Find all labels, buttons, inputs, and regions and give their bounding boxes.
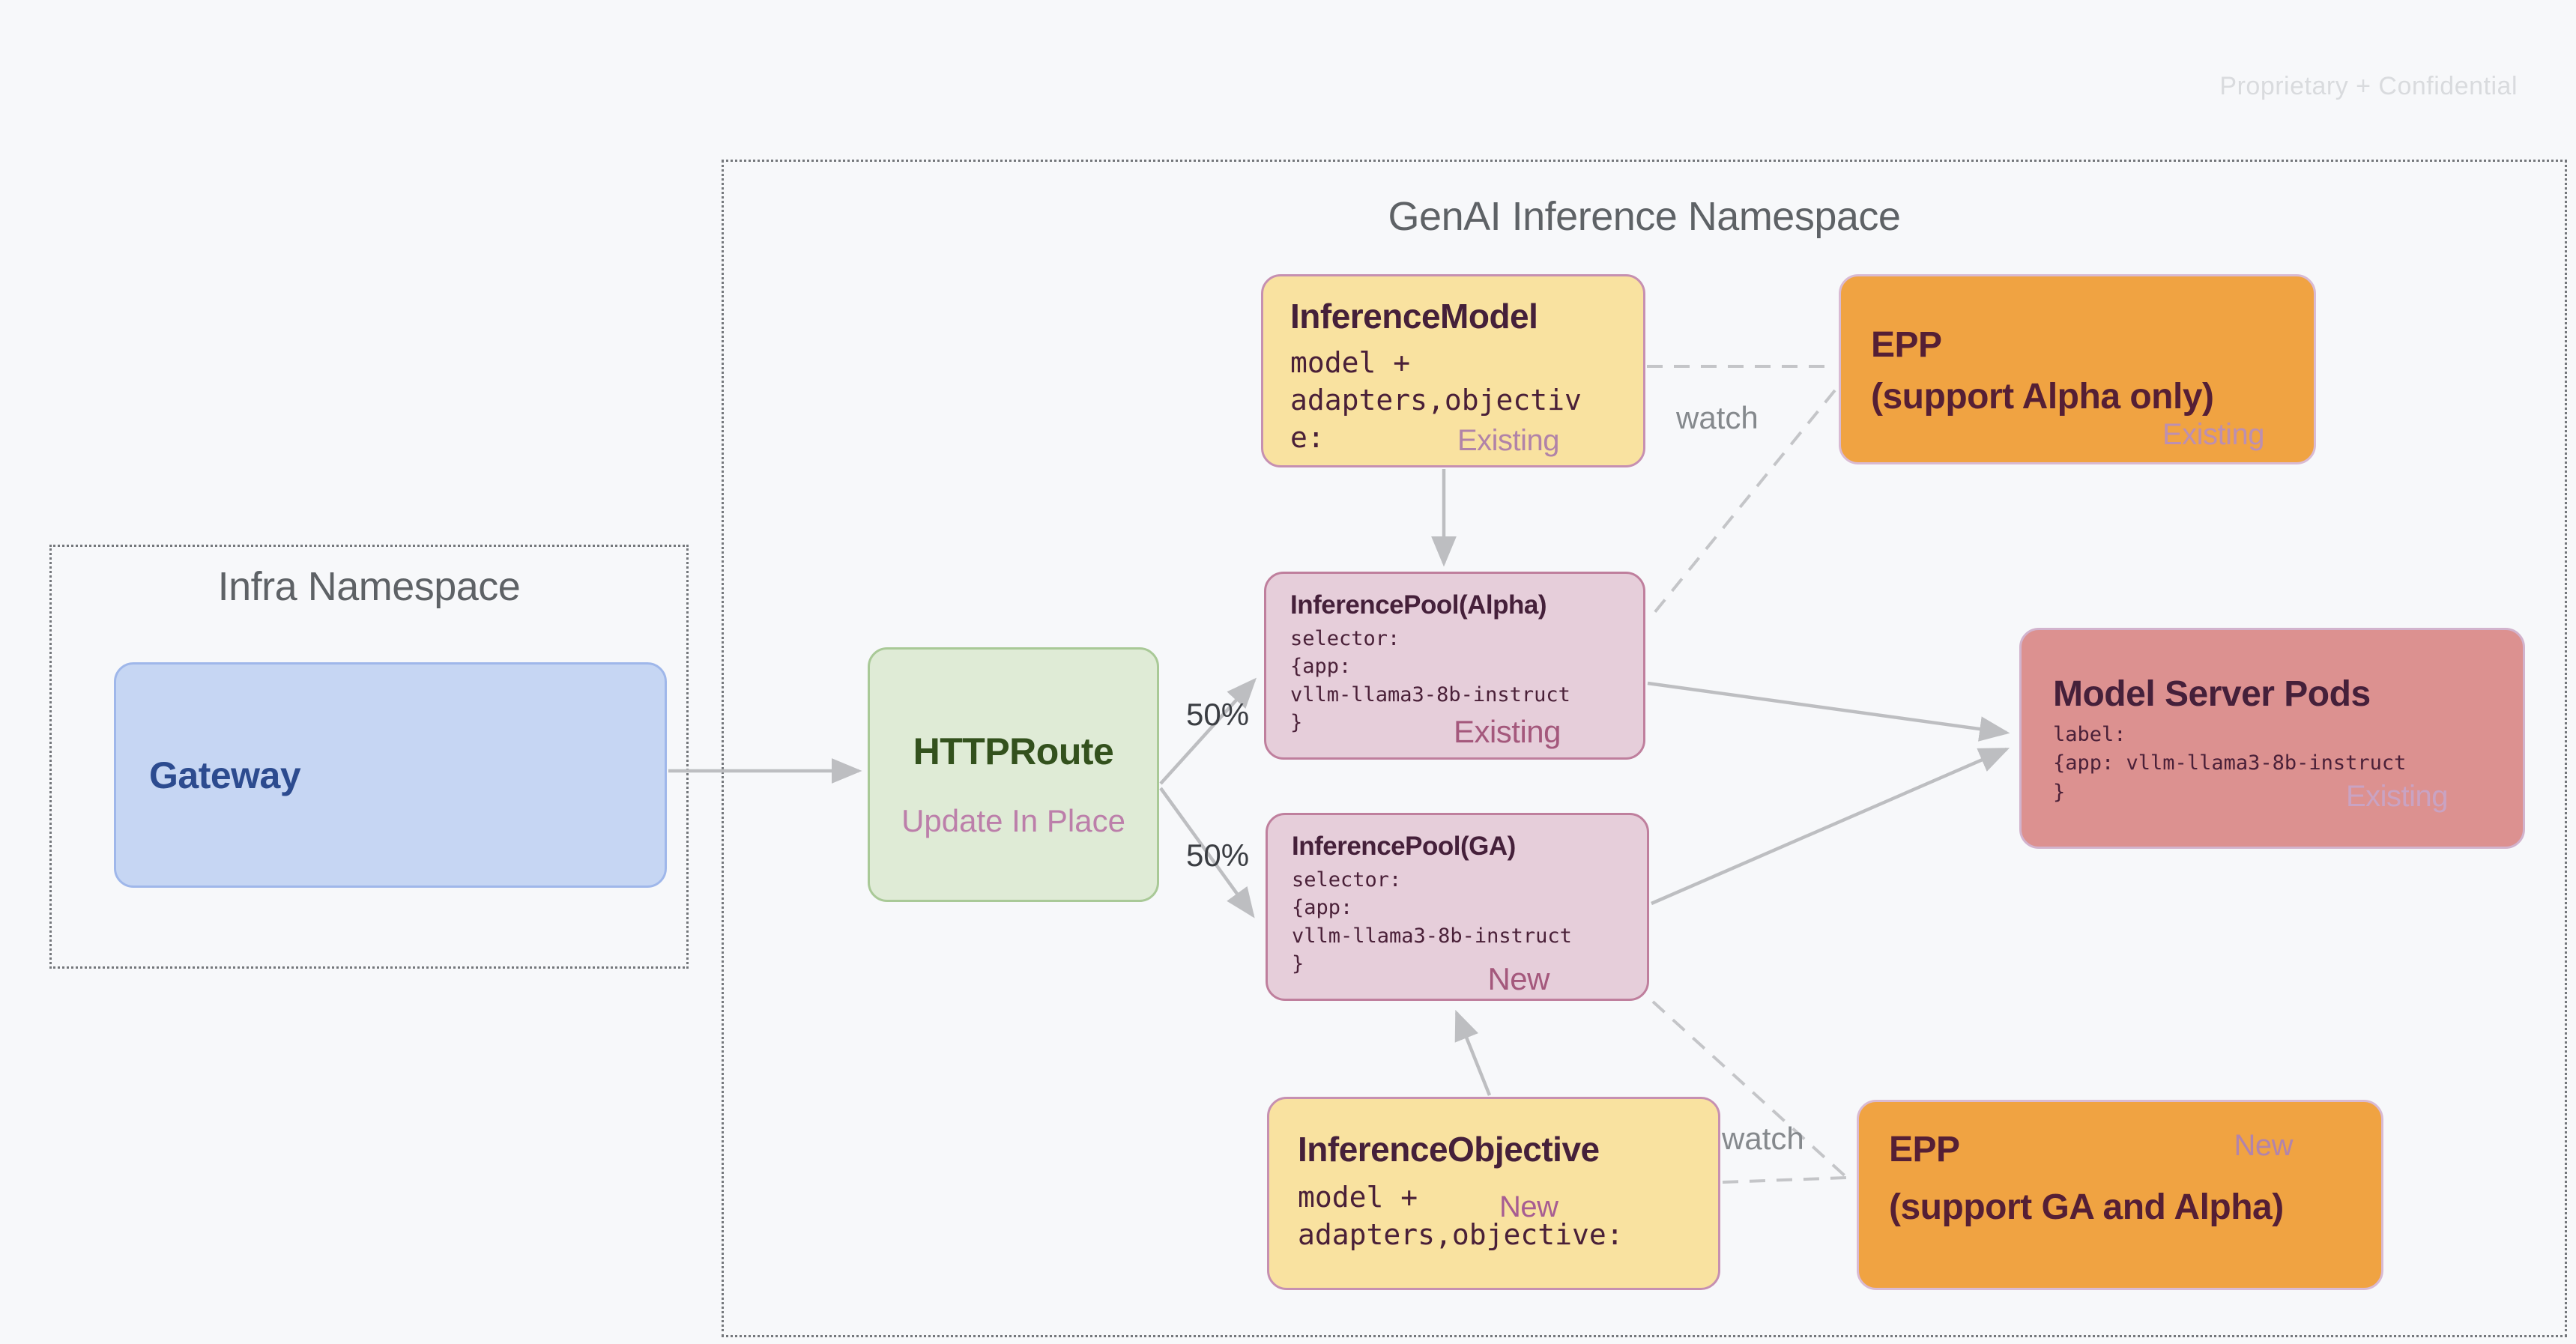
gateway-node: Gateway [114, 662, 667, 888]
traffic-split-bottom-label: 50% [1186, 838, 1250, 873]
inference-pool-alpha-status-badge: Existing [1453, 714, 1561, 749]
watch-bottom-label: watch [1722, 1121, 1804, 1156]
genai-namespace-box: GenAI Inference Namespace [722, 160, 2567, 1337]
epp-alpha-node: EPP (support Alpha only) Existing [1839, 274, 2316, 464]
gateway-label: Gateway [149, 754, 301, 796]
epp-alpha-subtitle: (support Alpha only) [1871, 377, 2214, 417]
inference-pool-alpha-title: InferencePool(Alpha) [1290, 590, 1546, 620]
httproute-title: HTTPRoute [913, 730, 1114, 772]
inference-objective-title: InferenceObjective [1298, 1130, 1600, 1169]
inference-objective-code-line1: model + [1298, 1181, 1418, 1214]
inference-pool-ga-status-badge: New [1487, 961, 1549, 996]
model-server-pods-title: Model Server Pods [2053, 674, 2371, 714]
inference-objective-code-line2: adapters,objective: [1298, 1218, 1624, 1252]
httproute-subtitle: Update In Place [901, 803, 1125, 838]
confidential-watermark: Proprietary + Confidential [2219, 72, 2518, 100]
inference-objective-node: InferenceObjective model + adapters,obje… [1267, 1097, 1720, 1290]
inference-pool-ga-node: InferencePool(GA) selector: {app: vllm-l… [1266, 813, 1649, 1001]
inference-pool-alpha-code: selector: {app: vllm-llama3-8b-instruct … [1290, 627, 1570, 734]
inference-pool-ga-title: InferencePool(GA) [1292, 832, 1516, 861]
httproute-node: HTTPRoute Update In Place [868, 647, 1159, 902]
watch-top-label: watch [1676, 400, 1759, 435]
inference-pool-ga-code: selector: {app: vllm-llama3-8b-instruct … [1292, 868, 1572, 975]
inference-model-code: model + adapters,objectiv e: [1290, 346, 1582, 455]
model-server-pods-node: Model Server Pods label: {app: vllm-llam… [2019, 628, 2525, 849]
model-server-pods-status-badge: Existing [2345, 780, 2449, 813]
epp-alpha-status-badge: Existing [2162, 418, 2265, 451]
model-server-pods-code: label: {app: vllm-llama3-8b-instruct } [2053, 723, 2407, 804]
inference-pool-alpha-node: InferencePool(Alpha) selector: {app: vll… [1264, 572, 1645, 760]
epp-ga-subtitle: (support GA and Alpha) [1889, 1187, 2284, 1227]
genai-namespace-title: GenAI Inference Namespace [1388, 194, 1901, 239]
epp-ga-title: EPP [1889, 1130, 1960, 1169]
inference-model-title: InferenceModel [1290, 297, 1538, 336]
inference-model-node: InferenceModel model + adapters,objectiv… [1261, 274, 1645, 467]
inference-objective-status-badge: New [1499, 1190, 1558, 1223]
epp-ga-status-badge: New [2234, 1129, 2293, 1162]
inference-model-status-badge: Existing [1457, 424, 1560, 457]
epp-ga-node: EPP (support GA and Alpha) New [1857, 1100, 2383, 1290]
traffic-split-top-label: 50% [1186, 697, 1250, 732]
epp-alpha-title: EPP [1871, 325, 1942, 365]
infra-namespace-box: Infra Namespace [49, 545, 689, 969]
infra-namespace-title: Infra Namespace [217, 564, 521, 609]
